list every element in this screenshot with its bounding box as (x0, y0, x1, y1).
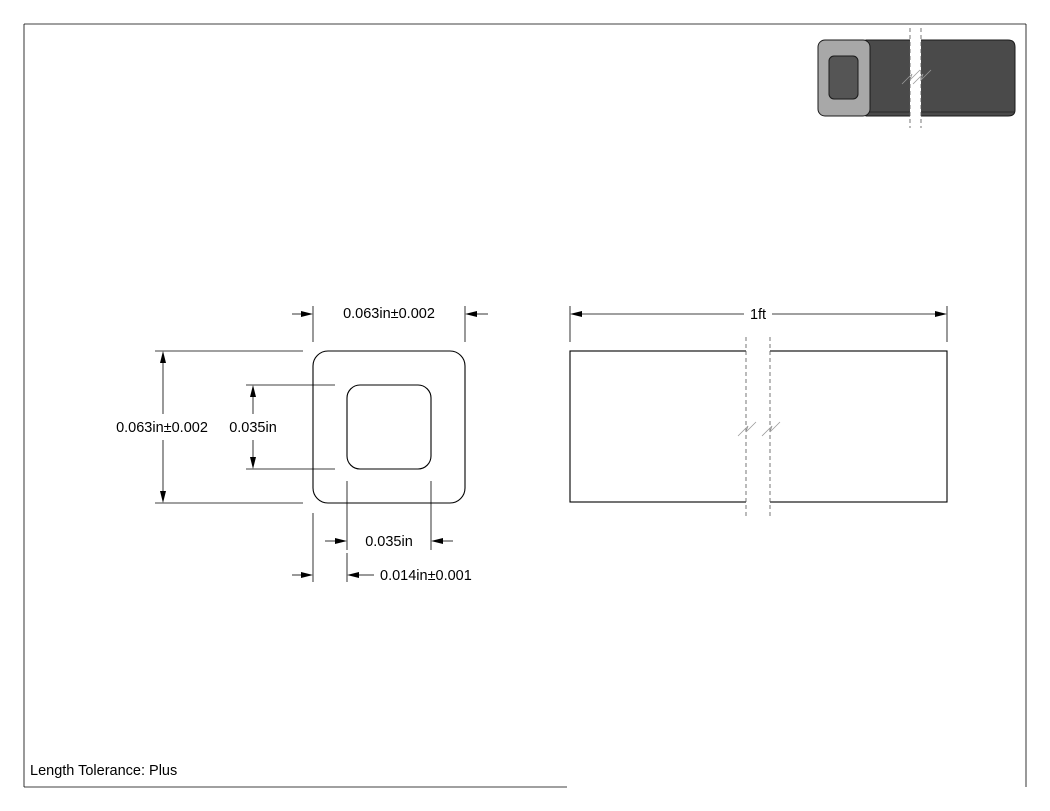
outer-height-dimension: 0.063in±0.002 (116, 350, 303, 504)
side-view (569, 337, 948, 516)
inner-width-label: 0.035in (365, 534, 413, 550)
break-symbol (737, 421, 757, 437)
outer-width-dimension: 0.063in±0.002 (292, 306, 488, 342)
length-tolerance-note: Length Tolerance: Plus (30, 763, 177, 779)
length-dimension: 1ft (569, 306, 948, 342)
outer-width-label: 0.063in±0.002 (343, 306, 435, 322)
wall-thickness-dimension: 0.014in±0.001 (292, 513, 472, 584)
outer-profile (312, 350, 466, 504)
inner-height-label: 0.035in (229, 420, 277, 436)
isometric-preview (817, 28, 1016, 128)
end-view (312, 350, 466, 504)
inner-width-dimension: 0.035in (325, 481, 453, 550)
sheet-border (23, 23, 1027, 788)
length-label: 1ft (750, 307, 766, 323)
wall-thickness-label: 0.014in±0.001 (380, 568, 472, 584)
outer-height-label: 0.063in±0.002 (116, 420, 208, 436)
inner-height-dimension: 0.035in (229, 384, 335, 470)
inner-bore-profile (346, 384, 432, 470)
